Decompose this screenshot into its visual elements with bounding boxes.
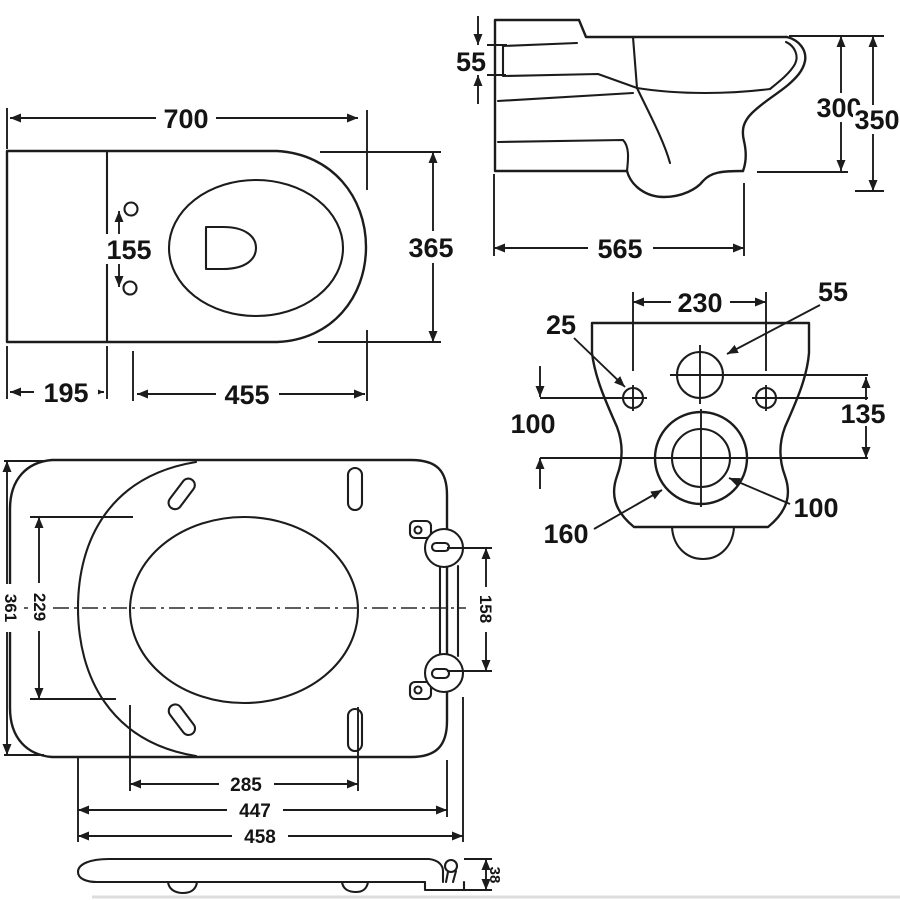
plan-seat-hole-bottom — [122, 280, 138, 296]
seat-profile-hinge-pin — [443, 858, 459, 874]
side-rim-inner — [768, 40, 798, 91]
dim-seat-447: 447 — [239, 801, 271, 822]
dim-seat-361: 361 — [1, 594, 20, 622]
dim-plan-455: 455 — [224, 380, 269, 410]
seat-profile-outline — [76, 857, 445, 884]
side-bowl-front — [741, 35, 807, 173]
side-bowl-interior — [635, 86, 672, 165]
dim-side-55: 55 — [456, 47, 486, 77]
seat-plan-view: 361 229 158 285 447 458 — [0, 458, 497, 848]
plan-seat-hole-top — [123, 201, 139, 217]
plan-bowl-rim — [167, 178, 345, 318]
side-fixing-slot-top — [501, 41, 639, 90]
seat-slot-bottom-right — [346, 707, 364, 753]
seat-lid-outline — [8, 458, 449, 759]
dim-seat-285: 285 — [230, 775, 262, 796]
rear-bottom-tab — [670, 525, 736, 561]
plan-outline — [5, 149, 368, 344]
seat-slot-top-left — [167, 477, 196, 511]
dim-plan-195: 195 — [43, 378, 88, 408]
dim-seat-458: 458 — [244, 827, 276, 848]
dim-rear-100-right: 100 — [793, 493, 838, 523]
dim-rear-25: 25 — [546, 310, 576, 340]
dim-side-565: 565 — [597, 234, 642, 264]
side-fixing-slot-bottom — [496, 91, 635, 173]
dim-plan-700: 700 — [163, 104, 208, 134]
seat-ring-outline — [76, 460, 198, 758]
plan-water-area — [204, 225, 258, 271]
seat-profile-bumpers — [166, 880, 370, 895]
dim-rear-230: 230 — [677, 288, 722, 318]
seat-slot-top-right — [346, 466, 364, 512]
seat-profile-foot — [423, 880, 466, 892]
dim-rear-160: 160 — [543, 519, 588, 549]
side-rim-underside — [635, 86, 772, 95]
dim-rear-100-left: 100 — [510, 409, 555, 439]
side-view: 55 300 350 565 — [452, 16, 900, 264]
plan-view: 700 365 155 195 455 — [5, 102, 458, 410]
seat-aperture — [128, 515, 360, 705]
seat-hinge-bottom — [423, 652, 465, 694]
dim-plan-155: 155 — [106, 235, 151, 265]
rear-view: 230 55 25 100 135 160 100 — [510, 277, 886, 561]
side-back-wall — [631, 35, 639, 90]
dim-rear-135: 135 — [840, 399, 885, 429]
rear-outline — [590, 321, 811, 529]
seat-profile-view: 38 — [76, 857, 503, 895]
dim-side-350: 350 — [854, 105, 899, 135]
seat-profile-hinge-legs — [444, 869, 458, 884]
seat-slot-bottom-left — [167, 703, 197, 737]
dim-seat-158: 158 — [476, 595, 495, 623]
side-trap — [625, 169, 745, 199]
dim-plan-365: 365 — [408, 233, 453, 263]
dim-rear-55: 55 — [818, 277, 848, 307]
dim-seat-229: 229 — [30, 593, 49, 621]
dim-seat-38: 38 — [486, 867, 503, 884]
